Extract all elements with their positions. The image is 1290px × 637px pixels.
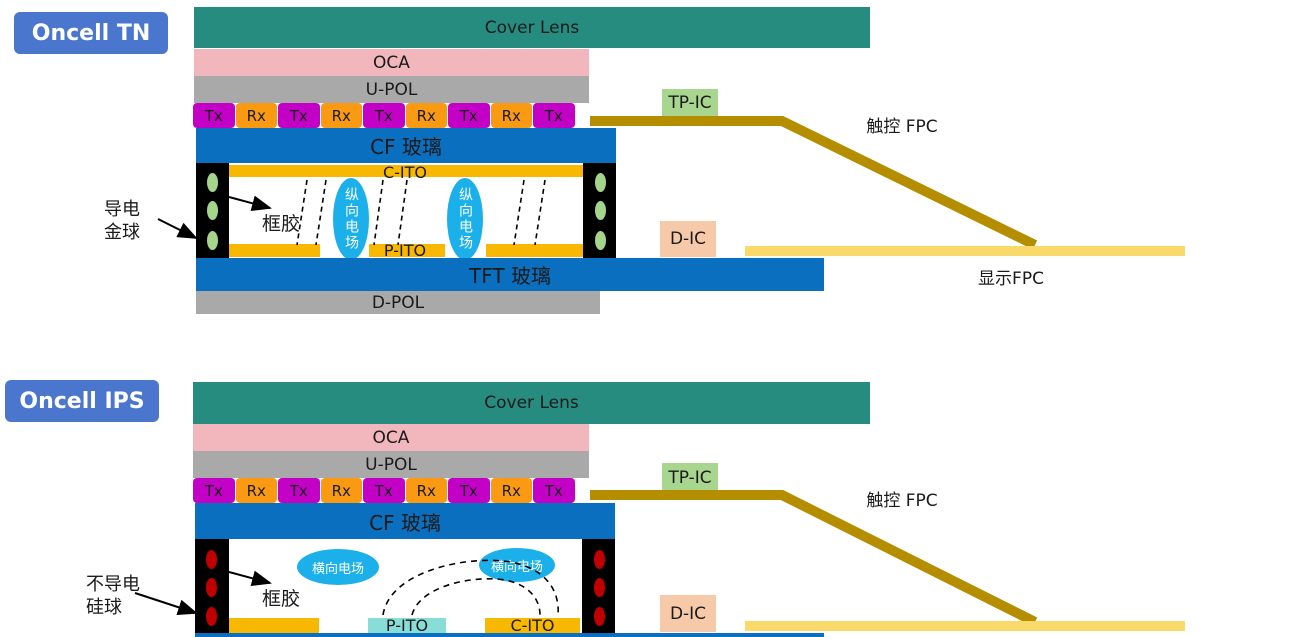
sealant-left (196, 163, 229, 258)
p-ito-layer (369, 244, 445, 257)
tx-electrode: Tx (533, 478, 575, 503)
field-line (315, 179, 327, 246)
touch-fpc-trace (590, 490, 1038, 627)
c-ito-layer (229, 165, 583, 177)
d-ic-chip: D-IC (660, 221, 716, 257)
conductive-ball-label: 导电 金球 (104, 199, 140, 243)
sealant-label: 框胶 (261, 587, 300, 610)
cf-glass-layer: CF 玻璃 (195, 503, 615, 539)
tx-electrode: Tx (193, 103, 235, 128)
u-pol-layer: U-POL (194, 76, 589, 103)
conductive-ball (595, 173, 606, 192)
touch-fpc-label: 触控 FPC (866, 490, 938, 511)
tx-electrode: Tx (448, 103, 490, 128)
conductive-ball (207, 231, 218, 250)
d-ic-chip: D-IC (660, 595, 716, 632)
conductive-ball (595, 201, 606, 220)
sealant-right (582, 539, 615, 637)
tft-glass-layer: TFT 玻璃 (196, 258, 824, 291)
conductive-ball (207, 201, 218, 220)
field-line (373, 179, 384, 246)
vertical-field-ellipse: 纵向电场 (333, 178, 369, 260)
tx-electrode: Tx (363, 103, 405, 128)
rx-electrode: Rx (490, 103, 532, 128)
rx-electrode: Rx (235, 103, 277, 128)
rx-electrode: Rx (235, 478, 277, 503)
silicon-ball (594, 578, 605, 597)
rx-electrode: Rx (320, 478, 362, 503)
sealant-arrow (228, 570, 272, 587)
d-pol-layer: D-POL (196, 291, 600, 314)
rx-electrode: Rx (405, 103, 447, 128)
pixel-ito-segment (486, 244, 583, 257)
cover-lens-layer: Cover Lens (193, 382, 870, 424)
silicon-ball (594, 607, 605, 626)
horizontal-field-ellipse: 横向电场 (479, 548, 555, 582)
field-line (296, 179, 308, 246)
pixel-ito-segment (229, 618, 319, 633)
tp-ic-chip: TP-IC (662, 463, 718, 492)
tx-electrode: Tx (278, 103, 320, 128)
rx-electrode: Rx (405, 478, 447, 503)
field-line (534, 179, 546, 246)
tp-ic-chip: TP-IC (662, 89, 718, 117)
u-pol-layer: U-POL (193, 451, 589, 478)
rx-electrode: Rx (320, 103, 362, 128)
silicon-ball (206, 578, 217, 597)
silicon-ball-label: 不导电 硅球 (86, 574, 140, 618)
display-fpc-label: 显示FPC (978, 268, 1044, 289)
silicon-ball (594, 550, 605, 569)
sealant-left (195, 539, 229, 637)
conductive-ball (207, 173, 218, 192)
sealant-arrow (228, 195, 272, 212)
oncell-ips-badge: Oncell IPS (5, 380, 159, 422)
silicon-ball (206, 607, 217, 626)
c-ito-layer: C-ITO (485, 616, 580, 635)
pixel-ito-segment (229, 244, 320, 257)
tx-electrode: Tx (278, 478, 320, 503)
oncell-tn-badge: Oncell TN (14, 12, 168, 54)
tft-glass-layer (195, 633, 824, 637)
tx-electrode: Tx (533, 103, 575, 128)
field-line (513, 179, 525, 246)
touch-fpc-label: 触控 FPC (866, 116, 938, 137)
conductive-ball (595, 231, 606, 250)
horizontal-field-lines (382, 559, 559, 616)
silicon-ball (206, 550, 217, 569)
field-line (397, 179, 408, 246)
vertical-field-ellipse: 纵向电场 (447, 178, 483, 260)
cf-glass-layer: CF 玻璃 (196, 128, 616, 163)
tx-electrode: Tx (363, 478, 405, 503)
oca-layer: OCA (193, 424, 589, 451)
rx-electrode: Rx (490, 478, 532, 503)
field-line (382, 559, 559, 616)
field-line (411, 577, 541, 616)
p-ito-layer: P-ITO (368, 616, 446, 635)
tx-electrode: Tx (448, 478, 490, 503)
ball-arrow (157, 218, 198, 239)
vertical-field-lines (296, 179, 546, 246)
sealant-label: 框胶 (261, 212, 300, 235)
touch-fpc-trace (590, 116, 1038, 250)
c-ito-label: C-ITO (382, 162, 428, 182)
sealant-right (583, 163, 616, 258)
p-ito-label: P-ITO (383, 240, 427, 260)
horizontal-field-ellipse: 横向电场 (297, 549, 379, 585)
tx-electrode: Tx (193, 478, 235, 503)
ball-arrow (134, 592, 198, 615)
cover-lens-layer: Cover Lens (194, 7, 870, 48)
oca-layer: OCA (194, 49, 589, 76)
